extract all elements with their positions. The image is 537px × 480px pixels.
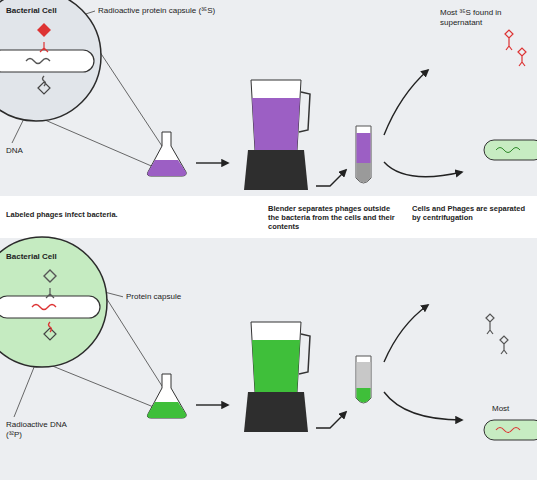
step-arrow [384, 392, 462, 420]
step-arrow [384, 305, 428, 362]
dna-strand [26, 59, 50, 64]
phage [38, 24, 50, 52]
callout-label: DNA [6, 146, 23, 156]
bacterium [0, 50, 94, 72]
flask [147, 132, 186, 176]
callout-label: Radioactive protein capsule (³⁵S) [98, 6, 216, 16]
callout-label: Most ³⁵S found in supernatant [440, 8, 506, 27]
step-arrow [316, 170, 346, 186]
step-caption: Labeled phages infect bacteria. [6, 210, 176, 219]
phage [505, 30, 526, 66]
cell-zoom [0, 0, 102, 122]
zoom-line [50, 365, 156, 408]
phage [38, 76, 50, 94]
step-arrow [316, 412, 346, 428]
bacterial-cell-circle: Bacterial Cell [0, 0, 102, 122]
blender [244, 322, 310, 432]
step-arrow [196, 404, 228, 405]
step-arrow [196, 162, 228, 163]
cell-heading: Bacterial Cell [6, 6, 57, 15]
callout-label: Most [492, 404, 509, 414]
test-tube [356, 126, 371, 183]
callout-label: Radioactive DNA (³²P) [6, 420, 76, 439]
dna-strand [32, 305, 56, 310]
callout-label: Protein capsule [126, 292, 181, 302]
phage [486, 314, 508, 354]
zoom-line [45, 120, 156, 168]
blender [244, 80, 310, 190]
bacterium [484, 420, 537, 440]
zoom-circle [0, 237, 107, 367]
step-arrow [384, 162, 462, 177]
step-arrow [384, 70, 428, 135]
bacterium [0, 296, 100, 318]
bacterial-cell-circle: Bacterial Cell [0, 236, 108, 368]
test-tube [356, 356, 371, 403]
cell-heading: Bacterial Cell [6, 252, 57, 261]
step-caption: Cells and Phages are separated by centri… [412, 204, 530, 222]
phage [44, 322, 56, 340]
phage [44, 270, 56, 298]
zoom-line [92, 40, 162, 146]
flask [147, 374, 186, 418]
step-caption: Blender separates phages outside the bac… [268, 204, 396, 231]
zoom-circle [0, 0, 101, 121]
bacterium [484, 140, 537, 160]
